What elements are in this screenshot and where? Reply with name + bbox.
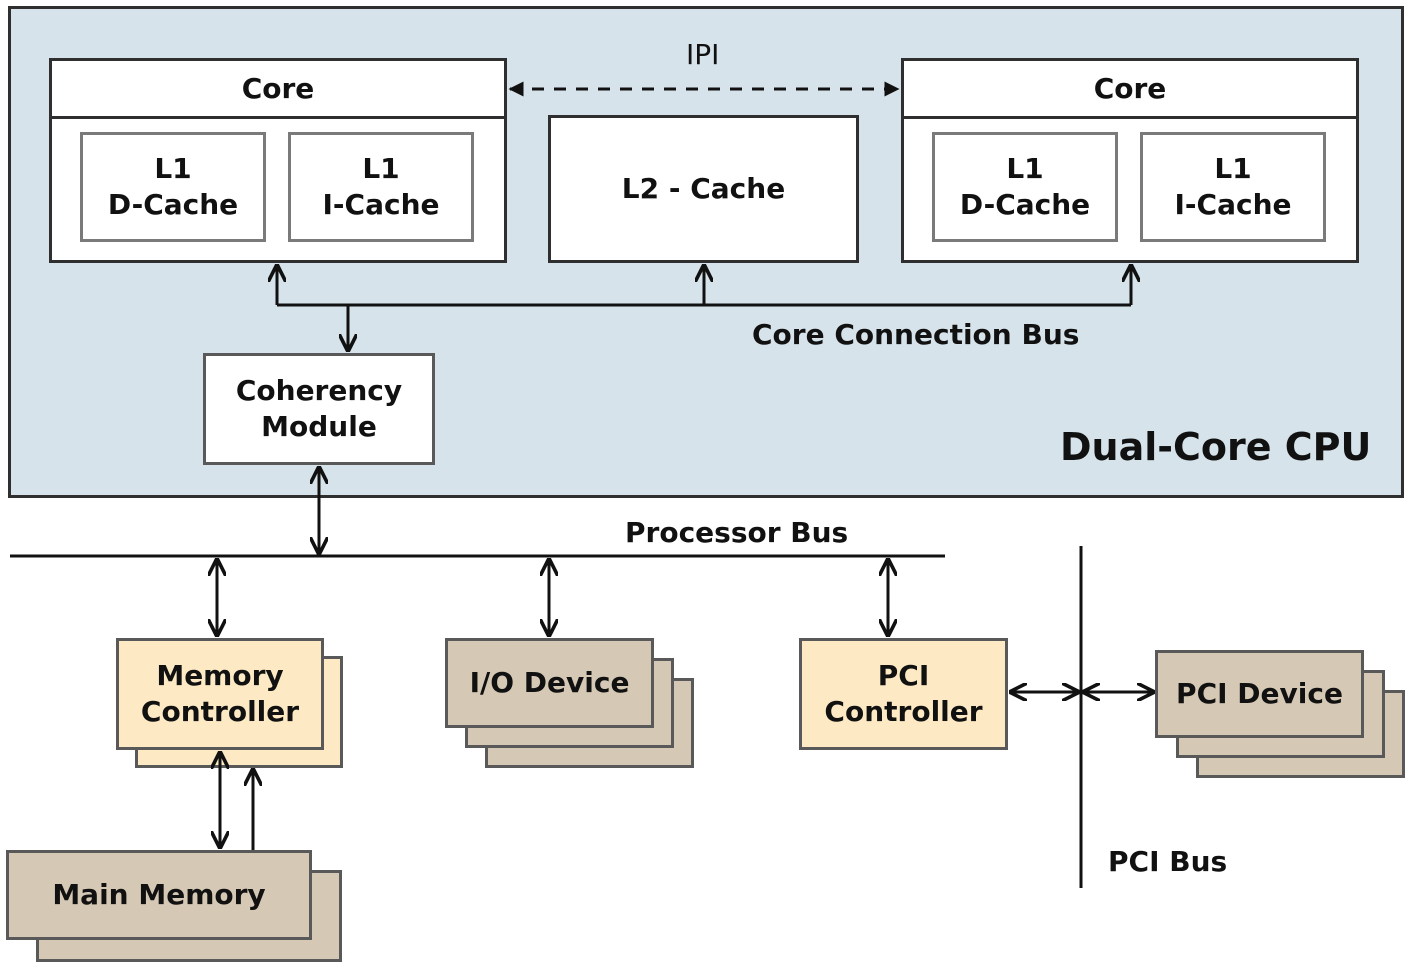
core-left-l1-icache: L1 I-Cache bbox=[288, 132, 474, 242]
pci-controller: PCI Controller bbox=[799, 638, 1008, 750]
cpu-title: Dual-Core CPU bbox=[1060, 425, 1372, 469]
core-right-l1-dcache: L1 D-Cache bbox=[932, 132, 1118, 242]
memory-controller: Memory Controller bbox=[116, 638, 324, 750]
core-right-l1-icache: L1 I-Cache bbox=[1140, 132, 1326, 242]
coherency-module: Coherency Module bbox=[203, 353, 435, 465]
ipi-label: IPI bbox=[686, 38, 720, 71]
core-connection-bus-label: Core Connection Bus bbox=[752, 318, 1080, 351]
core-left-title: Core bbox=[52, 61, 504, 119]
core-left-l1-dcache: L1 D-Cache bbox=[80, 132, 266, 242]
l2-cache: L2 - Cache bbox=[548, 115, 859, 263]
io-device: I/O Device bbox=[445, 638, 654, 728]
pci-bus-label: PCI Bus bbox=[1108, 845, 1228, 878]
main-memory: Main Memory bbox=[6, 850, 312, 940]
pci-device: PCI Device bbox=[1155, 650, 1364, 738]
core-right-title: Core bbox=[904, 61, 1356, 119]
processor-bus-label: Processor Bus bbox=[625, 516, 849, 549]
